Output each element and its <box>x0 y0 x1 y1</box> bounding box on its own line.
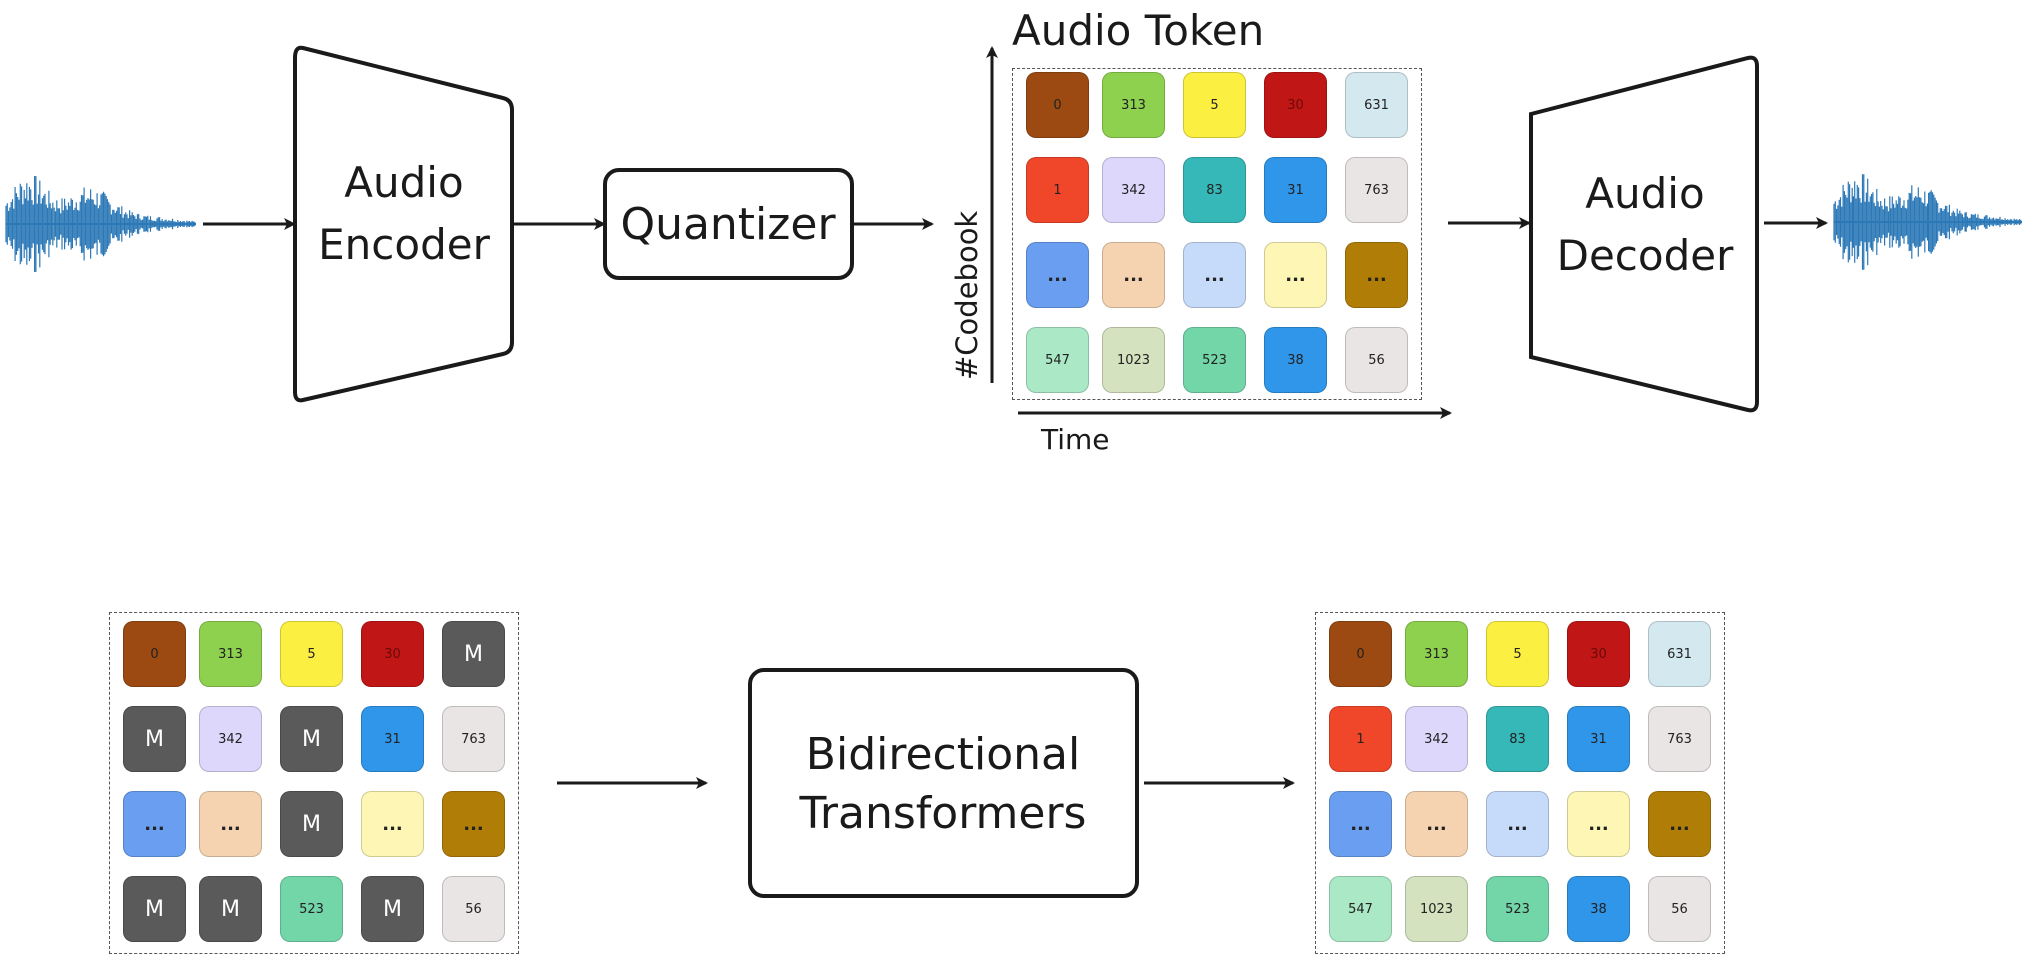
encoder-label-line2: Encoder <box>318 220 490 269</box>
token-cell: 547 <box>1329 876 1392 942</box>
token-cell: 0 <box>1329 621 1392 687</box>
token-cell: 30 <box>361 621 424 687</box>
token-cell: 38 <box>1264 327 1327 393</box>
token-cell: 83 <box>1486 706 1549 772</box>
transformers-label-line1: Bidirectional <box>806 729 1080 780</box>
token-cell: ... <box>199 791 262 857</box>
token-cell: 1 <box>1329 706 1392 772</box>
bidirectional-transformers-block <box>748 668 1139 898</box>
token-cell: 38 <box>1567 876 1630 942</box>
token-cell: 5 <box>1183 72 1246 138</box>
token-cell: 523 <box>1183 327 1246 393</box>
token-cell: 342 <box>1405 706 1468 772</box>
codebook-axis-label: #Codebook <box>950 211 984 380</box>
token-cell: 56 <box>1648 876 1711 942</box>
token-cell: ... <box>123 791 186 857</box>
token-cell: 631 <box>1345 72 1408 138</box>
time-axis-label: Time <box>1041 423 1110 456</box>
token-cell: 5 <box>1486 621 1549 687</box>
token-cell: 0 <box>1026 72 1089 138</box>
token-cell: 763 <box>1648 706 1711 772</box>
input-waveform <box>5 176 196 272</box>
token-cell: 763 <box>1345 157 1408 223</box>
token-cell: M <box>199 876 262 942</box>
token-cell: 763 <box>442 706 505 772</box>
token-cell: M <box>123 706 186 772</box>
token-cell: 30 <box>1567 621 1630 687</box>
audio-encoder-block <box>293 45 514 403</box>
token-cell: ... <box>1183 242 1246 308</box>
token-cell: ... <box>442 791 505 857</box>
transformers-label-line2: Transformers <box>799 788 1087 839</box>
token-cell: ... <box>1264 242 1327 308</box>
decoder-label-line1: Audio <box>1585 169 1704 218</box>
token-cell: 5 <box>280 621 343 687</box>
token-cell: ... <box>1648 791 1711 857</box>
token-cell: M <box>442 621 505 687</box>
token-cell: ... <box>1329 791 1392 857</box>
output-waveform <box>1833 174 2022 270</box>
token-cell: 83 <box>1183 157 1246 223</box>
decoder-label-line2: Decoder <box>1557 231 1734 280</box>
token-cell: 0 <box>123 621 186 687</box>
token-cell: 1023 <box>1405 876 1468 942</box>
token-cell: 31 <box>361 706 424 772</box>
token-cell: 30 <box>1264 72 1327 138</box>
token-cell: 56 <box>1345 327 1408 393</box>
token-cell: 56 <box>442 876 505 942</box>
token-cell: 313 <box>1102 72 1165 138</box>
audio-decoder-block <box>1529 55 1759 413</box>
token-cell: M <box>280 706 343 772</box>
token-cell: ... <box>1567 791 1630 857</box>
token-cell: 342 <box>1102 157 1165 223</box>
token-cell: 342 <box>199 706 262 772</box>
token-cell: ... <box>1026 242 1089 308</box>
token-cell: ... <box>1486 791 1549 857</box>
token-cell: ... <box>1405 791 1468 857</box>
token-cell: ... <box>1345 242 1408 308</box>
token-cell: ... <box>1102 242 1165 308</box>
token-cell: 31 <box>1567 706 1630 772</box>
token-cell: M <box>280 791 343 857</box>
audio-token-title: Audio Token <box>1012 6 1265 55</box>
token-cell: 547 <box>1026 327 1089 393</box>
quantizer-label: Quantizer <box>620 199 836 250</box>
token-cell: 631 <box>1648 621 1711 687</box>
token-cell: 313 <box>199 621 262 687</box>
token-cell: ... <box>361 791 424 857</box>
token-cell: 523 <box>280 876 343 942</box>
token-cell: 523 <box>1486 876 1549 942</box>
token-cell: 1023 <box>1102 327 1165 393</box>
token-cell: M <box>361 876 424 942</box>
token-cell: 313 <box>1405 621 1468 687</box>
token-cell: M <box>123 876 186 942</box>
token-cell: 31 <box>1264 157 1327 223</box>
token-cell: 1 <box>1026 157 1089 223</box>
encoder-label-line1: Audio <box>344 158 463 207</box>
